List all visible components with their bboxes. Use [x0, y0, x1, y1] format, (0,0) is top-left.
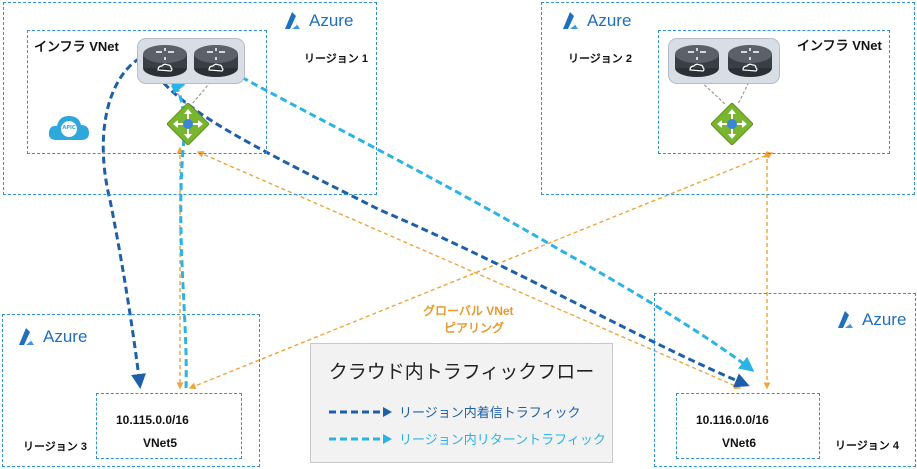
- region-2: Azure リージョン 2: [541, 2, 915, 195]
- vnet6-cidr: 10.116.0.0/16: [696, 413, 769, 427]
- vnet-gateway-icon: [711, 103, 753, 145]
- azure-logo: Azure: [837, 310, 906, 330]
- vnet-gateway-icon: [167, 103, 209, 145]
- infra-vnet-label-1: インフラ VNet: [34, 39, 119, 54]
- azure-logo: Azure: [284, 11, 353, 31]
- vnet5-cidr: 10.115.0.0/16: [116, 413, 189, 427]
- region-1: Azure リージョン 1: [3, 2, 377, 195]
- azure-label: Azure: [309, 11, 354, 30]
- azure-logo-icon: [285, 12, 300, 29]
- azure-label: Azure: [587, 11, 632, 30]
- azure-label: Azure: [43, 327, 88, 346]
- cloud-router-icon: [728, 45, 772, 77]
- legend-title: クラウド内トラフィックフロー: [328, 361, 595, 383]
- cloud-router-icon: [194, 45, 238, 77]
- azure-logo: Azure: [562, 11, 631, 31]
- legend-item-return: リージョン内リターントラフィック: [329, 429, 606, 448]
- region-label: リージョン 3: [23, 441, 87, 453]
- peering-label-line1: グローバル VNet: [423, 304, 514, 318]
- infra-vnet-box-2: [658, 30, 890, 154]
- cloud-router-icon: [675, 45, 719, 77]
- vnet6-box: [676, 393, 820, 459]
- region-label: リージョン 4: [835, 440, 899, 452]
- peering-label-line2: ピアリング: [444, 321, 505, 335]
- azure-label: Azure: [862, 310, 907, 329]
- apic-badge-label: APIC: [62, 125, 76, 131]
- return-flow-line: [170, 77, 188, 389]
- azure-logo-icon: [19, 328, 34, 345]
- infra-vnet-box-1: [27, 30, 267, 154]
- cloud-router-icon: [143, 45, 187, 77]
- dashed-arrow-icon: [329, 433, 392, 444]
- region-label: リージョン 2: [568, 53, 632, 65]
- azure-logo-icon: [563, 12, 578, 29]
- inbound-flow-line: [148, 65, 750, 388]
- vnet5-box: [96, 393, 242, 459]
- legend-label-return: リージョン内リターントラフィック: [399, 433, 606, 448]
- infra-vnet-label-2: インフラ VNet: [797, 38, 882, 53]
- azure-logo: Azure: [18, 327, 87, 347]
- region-4: Azure リージョン 4: [654, 293, 916, 467]
- azure-logo-icon: [838, 311, 853, 328]
- region-label: リージョン 1: [304, 53, 368, 65]
- vnet5-name: VNet5: [143, 436, 178, 450]
- legend-item-inbound: リージョン内着信トラフィック: [329, 402, 580, 421]
- dashed-arrow-icon: [329, 406, 392, 417]
- legend: クラウド内トラフィックフロー リージョン内着信トラフィック リージョン内リターン…: [310, 343, 613, 463]
- legend-label-inbound: リージョン内着信トラフィック: [399, 406, 581, 421]
- return-flow-line: [231, 70, 755, 372]
- apic-cloud-icon: APIC: [48, 113, 90, 143]
- region-3: Azure リージョン 3: [2, 314, 260, 467]
- vnet6-name: VNet6: [722, 436, 757, 450]
